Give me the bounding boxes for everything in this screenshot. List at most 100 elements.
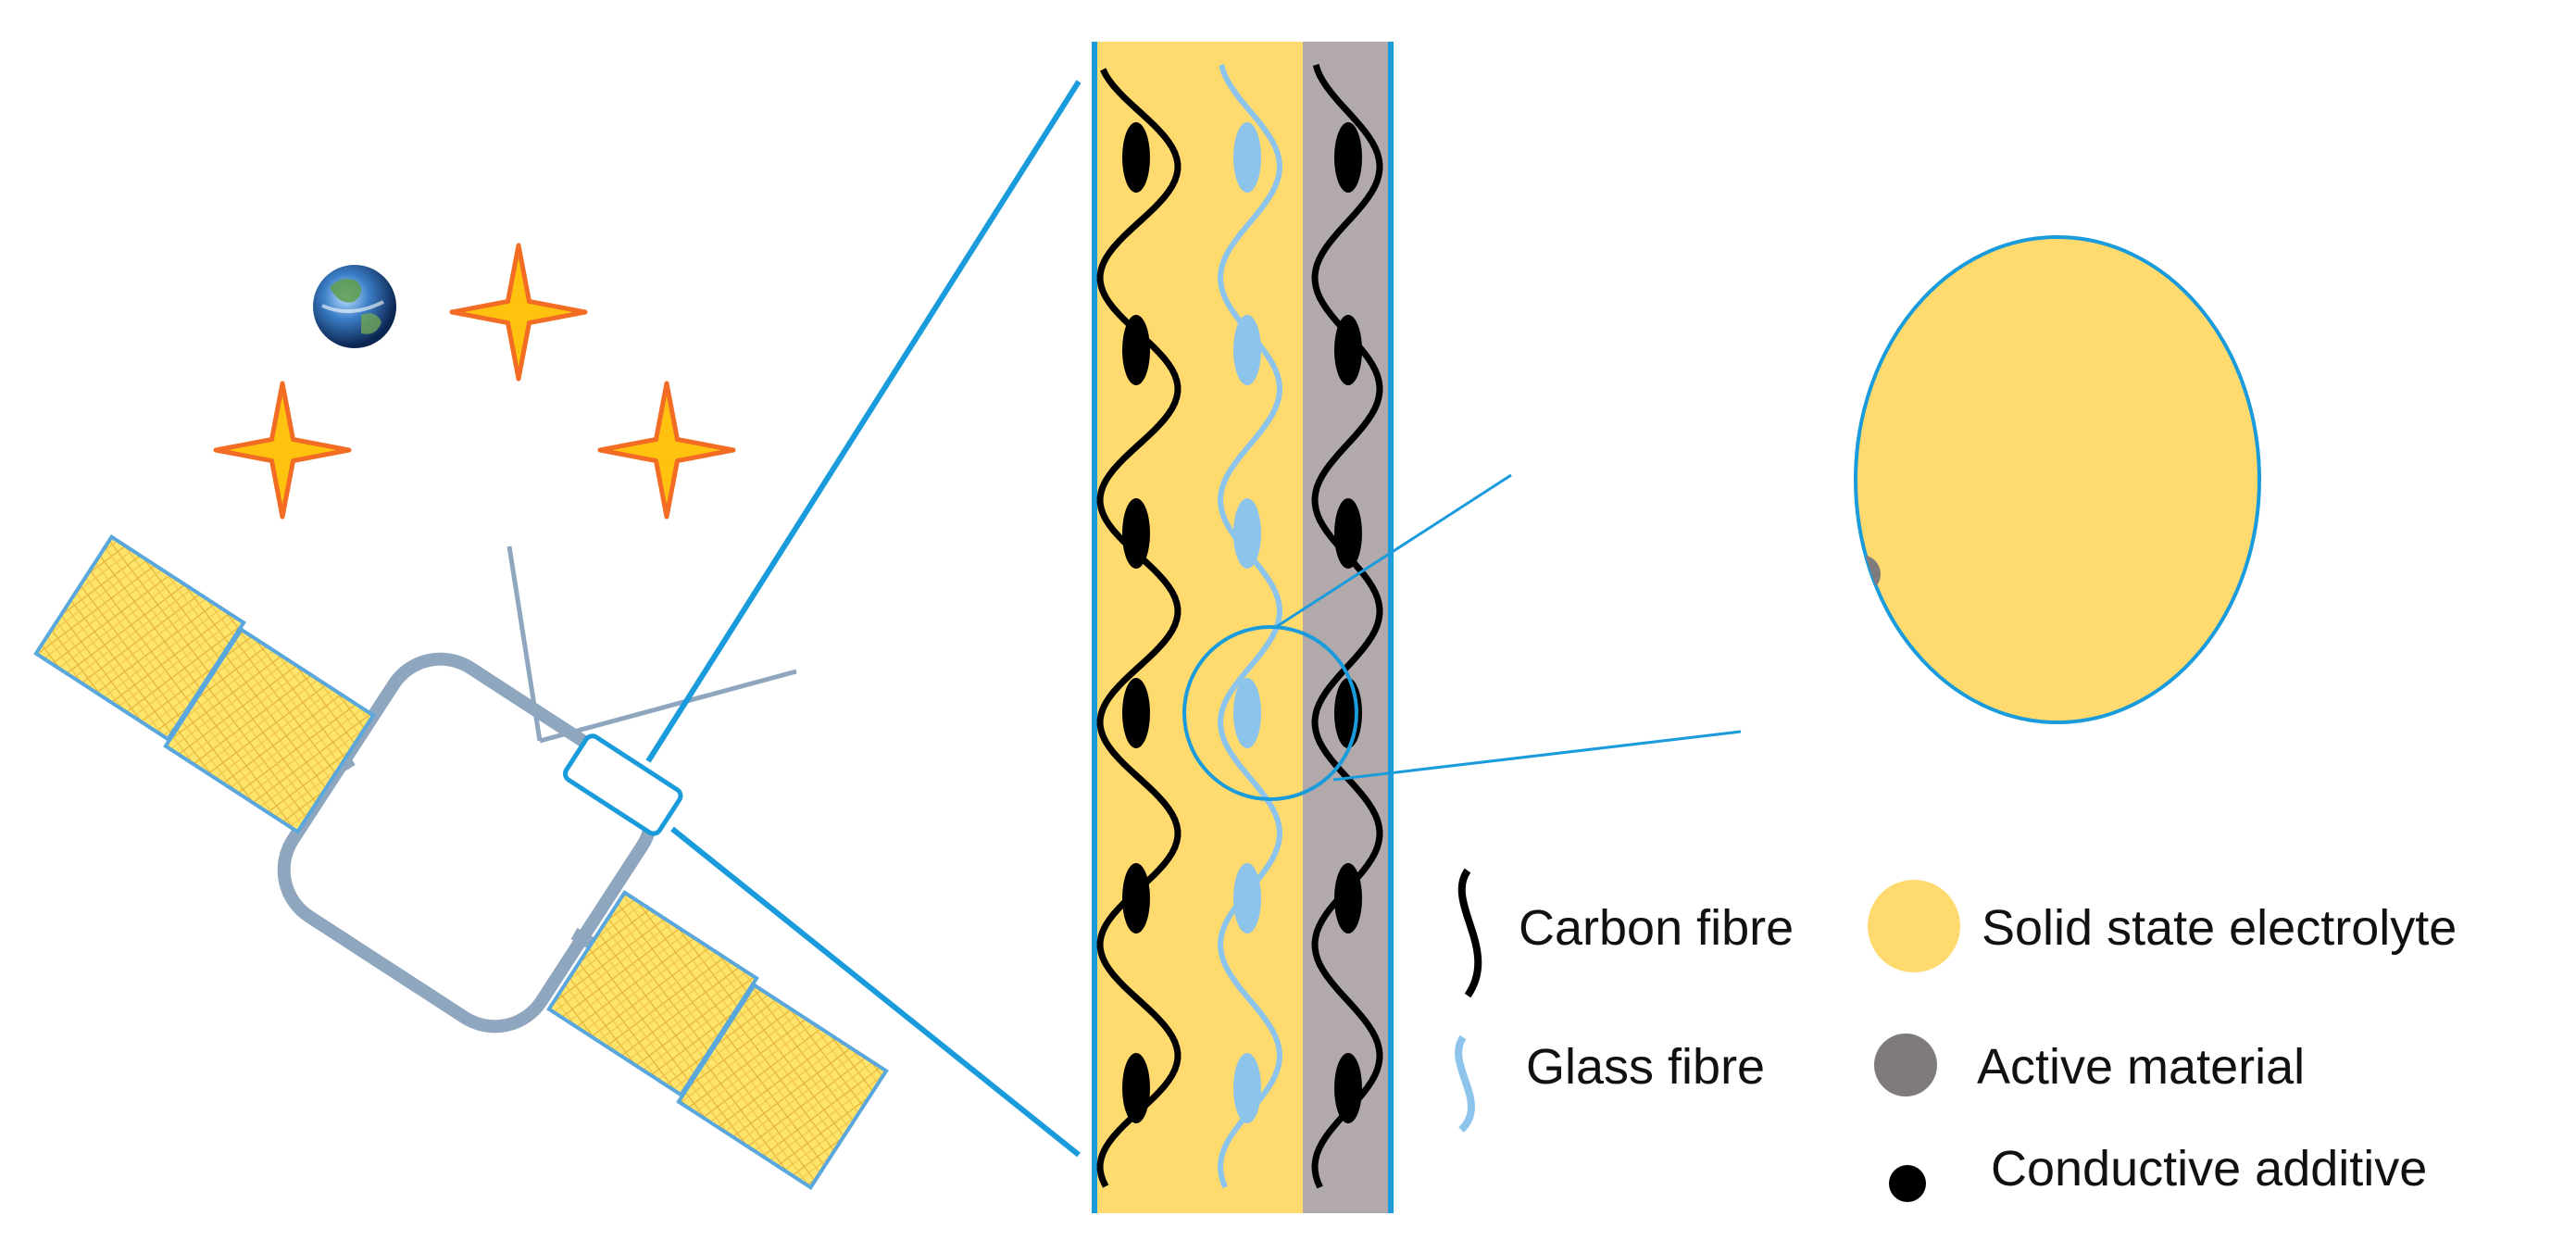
glass-fibre [1614, 245, 1662, 690]
active-material-particle [1747, 258, 1786, 297]
active-material-particle [1692, 277, 1731, 316]
solar-panel [676, 983, 889, 1190]
active-material-particle [1712, 323, 1751, 362]
carbon-fibre-cross-section [1334, 498, 1362, 569]
conductive-additive-particle [1766, 294, 1781, 308]
zoom-lines [645, 80, 1082, 1158]
glass-fibre-cross-section [1233, 315, 1261, 385]
conductive-additive-particle [1738, 358, 1753, 373]
active-material-particle [1763, 388, 1802, 427]
conductive-additive-particle [1757, 335, 1771, 350]
conductive-additive-particle [1789, 567, 1804, 582]
conductive-additive-particle [1733, 632, 1748, 646]
conductive-additive-particle [1775, 534, 1790, 549]
active-material-particle [1772, 286, 1811, 325]
carbon-fibre-cross-section [1334, 863, 1362, 933]
active-material-particle [1763, 263, 1802, 302]
conductive-additive-particle [1770, 641, 1785, 656]
electrolyte-legend-icon [1868, 880, 1960, 972]
star-icon [597, 381, 736, 520]
zoom-circle [1182, 625, 1358, 801]
carbon-fibre-cross-section [1334, 315, 1362, 385]
active-material-particle [1710, 235, 1749, 274]
conductive-additive-particle [1840, 576, 1855, 591]
carbon-fibre [1096, 68, 1182, 1188]
battery-cell-cross-section [1092, 42, 1394, 1213]
magnified-electrode-view [1614, 221, 2261, 724]
glass-fibre-cross-section [1233, 678, 1261, 748]
conductive-additive-particle [1789, 497, 1804, 512]
active-material-particle [1749, 536, 1788, 575]
glass-fibre-cross-section [1614, 545, 1655, 628]
conductive-additive-particle [1752, 252, 1767, 267]
conductive-additive-particle [1696, 345, 1711, 359]
battery-section-highlight [562, 733, 683, 836]
glass-fibre-legend-icon [1455, 1034, 1475, 1133]
conductive-additive-particle [1747, 483, 1762, 498]
star-icon [213, 381, 352, 520]
conductive-additive-particle [1757, 585, 1771, 600]
glass-fibre-cross-section [1654, 324, 1694, 407]
legend: Carbon fibre Glass fibre Solid state ele… [1455, 868, 2457, 1202]
conductive-additive-particle [1729, 432, 1744, 447]
conductive-additive-particle [1701, 474, 1716, 489]
carbon-fibre-cross-section [1122, 122, 1150, 193]
glass-fibre-cross-section [1233, 1053, 1261, 1123]
conductive-additive-particle [1784, 326, 1799, 341]
carbon-fibre-cross-section [1785, 321, 1835, 429]
conductive-additive-particle [1770, 428, 1785, 443]
carbon-fibre-cross-section [1334, 1053, 1362, 1123]
active-material-particle [1768, 592, 1807, 631]
legend-active-material-label: Active material [1977, 1039, 2305, 1095]
conductive-additive-particle [1715, 312, 1730, 327]
carbon-fibre-cross-section [1122, 498, 1150, 569]
active-material-particle [1856, 536, 1857, 575]
conductive-additive-particle [1710, 423, 1725, 438]
conductive-additive-particle [1794, 641, 1808, 656]
carbon-fibre-cross-section [1122, 678, 1150, 748]
conductive-additive-particle [1798, 456, 1813, 470]
legend-conductive-additive-label: Conductive additive [1991, 1141, 2427, 1197]
conductive-additive-particle [1780, 479, 1794, 494]
carbon-fibre-cross-section [1122, 315, 1150, 385]
star-icon [449, 243, 588, 382]
conductive-additive-particle [1733, 270, 1748, 285]
carbon-fibre-cross-section [1122, 1053, 1150, 1123]
conductive-additive-legend-icon [1889, 1165, 1926, 1202]
earth-icon [313, 265, 396, 348]
legend-carbon-fibre-label: Carbon fibre [1519, 900, 1794, 956]
glass-fibre-cross-section [1233, 863, 1261, 933]
glass-fibre-cross-section [1233, 498, 1261, 569]
active-material-particle [1795, 416, 1834, 455]
solar-panel [163, 627, 376, 834]
carbon-fibre-cross-section [1122, 863, 1150, 933]
active-material-particle [1689, 360, 1728, 399]
conductive-additive-particle [1807, 525, 1822, 540]
active-material-particle [1744, 360, 1783, 399]
conductive-additive-particle [1743, 562, 1757, 577]
active-material-particle [1735, 221, 1774, 260]
carbon-fibre-cross-section [1334, 122, 1362, 193]
active-material-particle [1694, 397, 1732, 436]
active-material-particle [1768, 332, 1807, 371]
active-material-particle [1735, 300, 1774, 339]
active-material-particle [1782, 462, 1820, 501]
carbon-fibre [1769, 239, 1807, 690]
active-material-particle [1717, 583, 1756, 621]
satellite-icon [33, 534, 889, 1190]
carbon-fibre-legend-icon [1457, 868, 1482, 998]
glass-fibre-cross-section [1233, 122, 1261, 193]
legend-glass-fibre-label: Glass fibre [1526, 1039, 1765, 1095]
conductive-additive-particle [1821, 595, 1836, 609]
active-material-particle [1712, 532, 1751, 570]
active-material-particle [1735, 620, 1774, 658]
conductive-additive-particle [1733, 520, 1748, 535]
legend-electrolyte-label: Solid state electrolyte [1982, 900, 2457, 956]
conductive-additive-particle [1715, 511, 1730, 526]
active-material-particle [1698, 434, 1737, 473]
carbon-fibre [1311, 63, 1383, 1189]
conductive-additive-particle [1719, 391, 1734, 406]
active-material-particle [1740, 444, 1779, 482]
carbon-fibre-cross-section [1688, 548, 1738, 656]
